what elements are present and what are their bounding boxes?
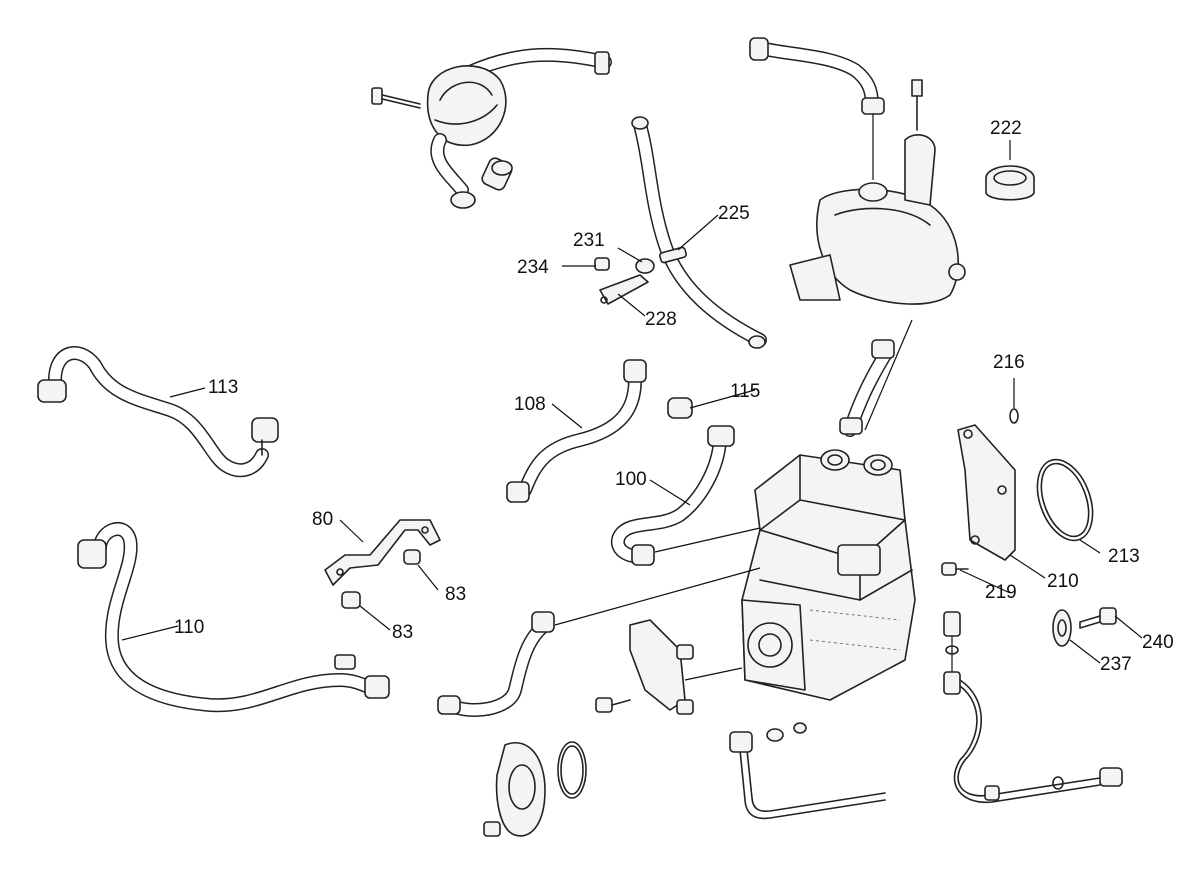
label-237: 237 [1100, 654, 1132, 675]
hose-108 [506, 359, 647, 503]
label-113: 113 [208, 377, 238, 398]
label-210: 210 [1047, 571, 1079, 592]
connector-hose [839, 339, 895, 437]
bracket-80 [324, 519, 441, 586]
label-115: 115 [730, 381, 760, 402]
oil-separator-assembly [749, 37, 966, 305]
label-216: 216 [993, 352, 1025, 373]
label-228: 228 [645, 309, 677, 330]
delivery-hose [437, 611, 555, 717]
label-225: 225 [718, 203, 750, 224]
bolt-240 [1079, 607, 1117, 629]
breather-housing-assembly [371, 47, 612, 209]
leader-lines [121, 140, 1143, 664]
pressure-line [943, 611, 1123, 804]
label-219: 219 [985, 582, 1017, 603]
label-100: 100 [615, 469, 647, 490]
hose-113 [37, 346, 279, 478]
callout-labels: 222 225 231 234 228 113 108 115 216 100 … [174, 118, 1174, 675]
label-240: 240 [1142, 632, 1174, 653]
label-213: 213 [1108, 546, 1140, 567]
label-110: 110 [174, 617, 204, 638]
bracket-228-assembly [594, 257, 655, 305]
bolt-83-upper [403, 549, 421, 565]
label-83-upper: 83 [445, 584, 466, 605]
label-222: 222 [990, 118, 1022, 139]
label-108: 108 [514, 394, 546, 415]
label-234: 234 [517, 257, 549, 278]
pulley-237 [1052, 609, 1072, 647]
mounting-bracket [595, 619, 694, 715]
hose-225 [631, 116, 767, 349]
hose-110 [77, 522, 390, 713]
seal-ring-222 [985, 165, 1035, 201]
plug-115 [667, 397, 693, 419]
cover-plate-210 [957, 424, 1016, 561]
oring-216 [1009, 408, 1019, 424]
label-83-lower: 83 [392, 622, 413, 643]
label-80: 80 [312, 509, 333, 530]
bolt-219 [941, 562, 969, 576]
bolt-83-lower [341, 591, 361, 609]
hose-100 [611, 425, 761, 566]
gasket-213 [1036, 458, 1094, 542]
air-compressor [554, 319, 916, 701]
flange-plate [483, 741, 587, 837]
pipe-assembly [729, 722, 886, 820]
label-231: 231 [573, 230, 605, 251]
